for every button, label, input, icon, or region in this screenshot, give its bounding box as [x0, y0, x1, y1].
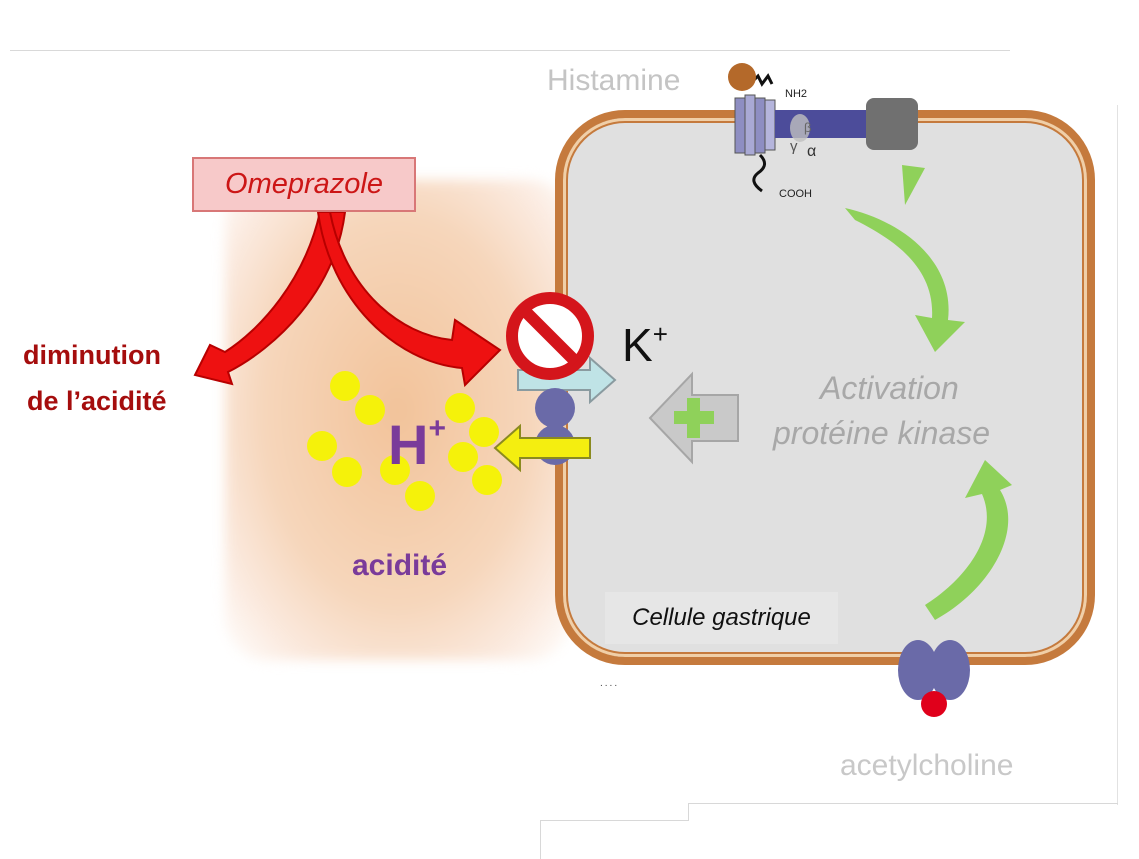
- top-rule: [10, 50, 1010, 51]
- acidite-label: acidité: [352, 549, 448, 582]
- protons: [307, 371, 502, 511]
- frame-line-bottom: [688, 803, 1118, 804]
- acetylcholine-receptor-icon: [898, 640, 970, 717]
- red-arrows: [193, 211, 502, 388]
- frame-line-right: [1117, 105, 1118, 805]
- beta-label: β: [804, 120, 812, 135]
- plus-icon: [674, 398, 714, 438]
- k-symbol: K: [622, 319, 653, 371]
- hydrogen-ion-label: H+: [388, 412, 446, 477]
- diminution-label-line2: de l’acidité: [27, 386, 167, 416]
- frame-line-step-h: [540, 820, 689, 821]
- frame-line-down: [540, 820, 541, 859]
- no-entry-icon: [506, 292, 594, 380]
- frame-line-step: [688, 803, 689, 821]
- gastric-cell: [555, 110, 1095, 665]
- h-symbol: H: [388, 413, 429, 476]
- cooh-label: COOH: [779, 188, 812, 200]
- cell-label-box: Cellule gastrique: [605, 592, 838, 644]
- activation-label-line2: protéine kinase: [773, 415, 991, 451]
- diminution-label-line1: diminution: [23, 340, 161, 370]
- drug-label: Omeprazole: [225, 168, 383, 200]
- h-charge: +: [428, 412, 446, 445]
- cell-label: Cellule gastrique: [632, 604, 811, 631]
- proton-pump-icon: [493, 355, 617, 473]
- gamma-label: γ: [790, 138, 798, 155]
- omeprazole-box: Omeprazole: [192, 157, 416, 212]
- potassium-ion-label: K+: [622, 318, 668, 372]
- activation-label-line1: Activation: [820, 370, 959, 406]
- histamine-label: Histamine: [547, 64, 681, 97]
- acid-lumen-zone: [225, 180, 570, 660]
- faint-text: ....: [600, 678, 620, 689]
- green-arrows: [845, 165, 1012, 620]
- nh2-label: NH2: [785, 88, 808, 100]
- k-charge: +: [652, 319, 668, 349]
- alpha-label: α: [807, 143, 817, 160]
- histamine-receptor-icon: [728, 63, 918, 193]
- acetylcholine-label: acetylcholine: [840, 749, 1014, 782]
